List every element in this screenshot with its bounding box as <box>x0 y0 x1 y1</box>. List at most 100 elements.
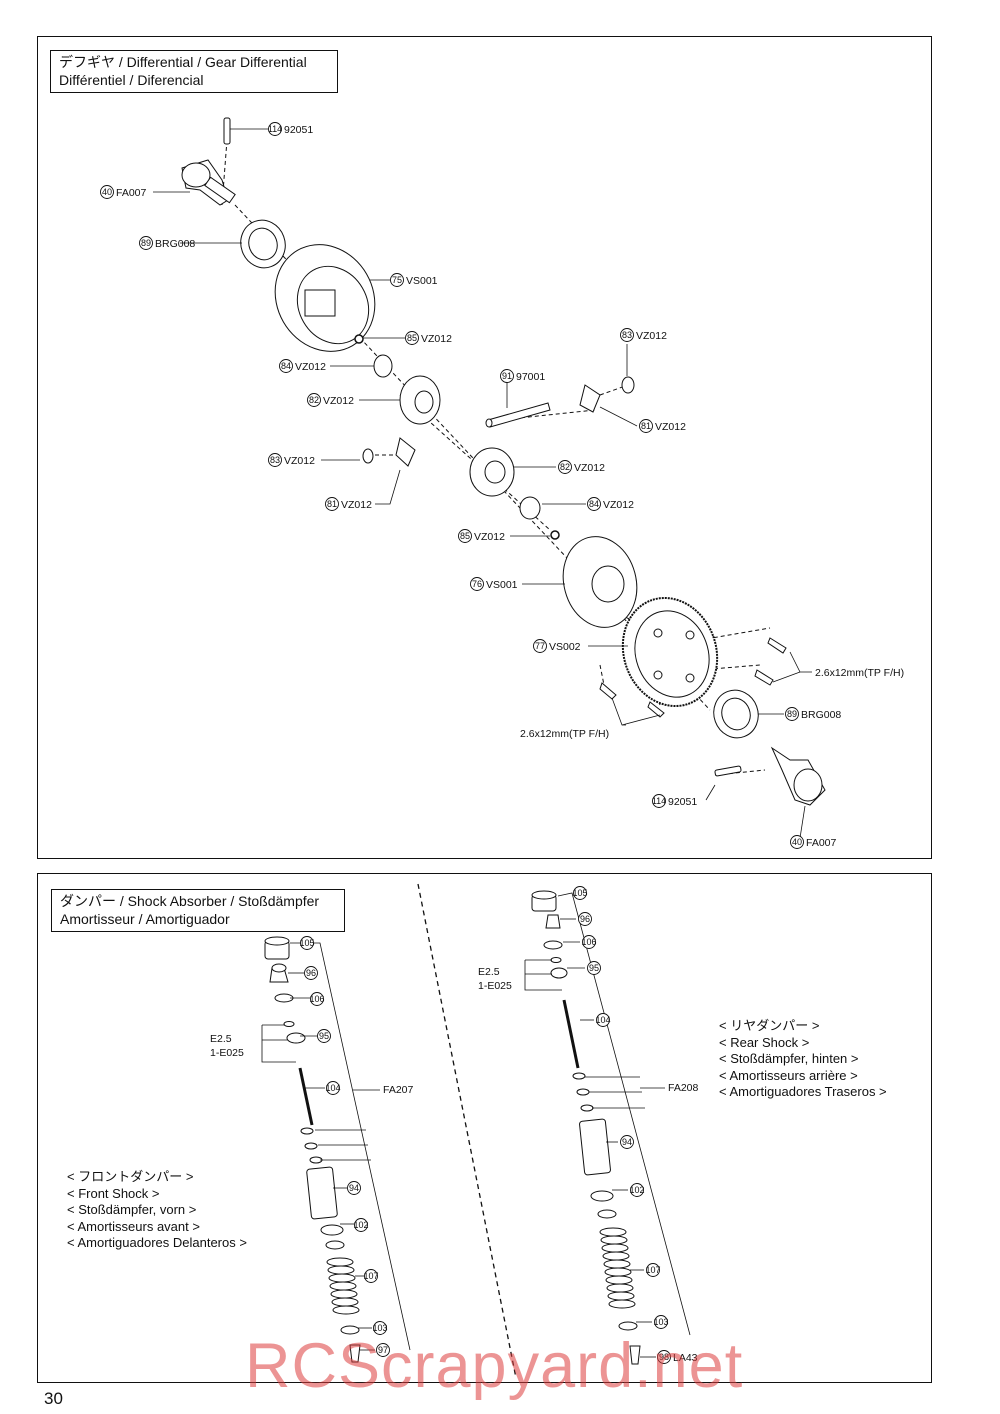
callout-number: 102 <box>629 1185 644 1195</box>
screw-label-bottom: 2.6x12mm(TP F/H) <box>520 728 609 740</box>
outdrive-part <box>181 159 236 206</box>
callout-number: 104 <box>325 1083 340 1093</box>
front-note-line: < Amortisseurs avant > <box>67 1218 200 1234</box>
differential-title-line2: Différentiel / Diferencial <box>59 72 204 88</box>
front-shock-parts <box>264 936 361 1363</box>
rear-shock-leaders <box>524 892 691 1358</box>
callout-part: VS001 <box>486 579 518 591</box>
callout-number: 104 <box>595 1015 610 1025</box>
callout-number: 89 <box>141 238 151 248</box>
callout-part: VZ012 <box>603 499 634 511</box>
cross-pin-part <box>485 402 551 428</box>
callout-part: FA007 <box>806 837 837 849</box>
outdrive-part <box>770 746 826 806</box>
callout-number: 114 <box>652 796 666 806</box>
divider-dashed-line <box>417 883 517 1379</box>
page-number: 30 <box>44 1389 63 1408</box>
rear-shock-parts <box>531 890 641 1365</box>
callout-number: 81 <box>641 421 651 431</box>
callout-number: 84 <box>281 361 291 371</box>
callout-number: 91 <box>502 371 512 381</box>
callout-number: 102 <box>353 1220 368 1230</box>
front-note-line: < フロントダンパー > <box>67 1169 194 1184</box>
callout-part: VZ012 <box>655 421 686 433</box>
front-shock-part-code: FA207 <box>383 1084 414 1096</box>
shock-title-line2: Amortisseur / Amortiguador <box>60 911 230 927</box>
e-clip-label: E2.5 <box>210 1033 232 1045</box>
callout-part: VZ012 <box>574 462 605 474</box>
front-shock-callouts: 105 96 106 95 104 94 102 107 103 97 E2.5… <box>210 936 414 1357</box>
o-ring-part <box>550 530 560 540</box>
diff-cover-part <box>562 536 638 628</box>
ring-gear-part <box>621 596 719 708</box>
rear-note-line: < Stoßdämpfer, hinten > <box>719 1051 859 1066</box>
callout-number: 94 <box>622 1137 632 1147</box>
washer-part <box>519 496 541 520</box>
washer-part <box>621 376 635 394</box>
washer-part <box>373 354 393 378</box>
callout-part: VZ012 <box>474 531 505 543</box>
callout-part: VZ012 <box>323 395 354 407</box>
callout-number: 94 <box>349 1183 359 1193</box>
rear-shock-callouts: 105 96 106 95 104 94 102 107 103 98 LA43… <box>478 886 699 1364</box>
front-shock-leaders <box>261 942 411 1351</box>
rear-shock-note: < リヤダンパー > < Rear Shock > < Stoßdämpfer,… <box>719 1018 887 1101</box>
callout-number: 77 <box>535 641 545 651</box>
callout-number: 107 <box>645 1265 660 1275</box>
o-ring-part <box>354 334 364 344</box>
shock-title-box: ダンパー / Shock Absorber / Stoßdämpfer Amor… <box>51 889 345 932</box>
bearing-part <box>240 219 286 269</box>
callout-number: 82 <box>560 462 570 472</box>
diff-gear-part <box>469 447 515 497</box>
callout-number: 105 <box>299 938 314 948</box>
callout-number: 106 <box>581 937 596 947</box>
differential-panel <box>37 36 932 859</box>
callout-part: VZ012 <box>341 499 372 511</box>
diff-leader-lines <box>153 128 812 839</box>
callout-number: 98 <box>659 1352 669 1362</box>
callout-number: 103 <box>653 1317 668 1327</box>
callout-part: VZ012 <box>295 361 326 373</box>
callout-number: 114 <box>268 124 282 134</box>
e-clip-code: 1-E025 <box>210 1047 244 1059</box>
rear-shock-last-part: LA43 <box>673 1352 698 1364</box>
front-note-line: < Front Shock > <box>67 1185 160 1201</box>
callout-number: 106 <box>309 994 324 1004</box>
pin-part <box>223 117 231 145</box>
screw-parts <box>599 637 787 718</box>
callout-number: 95 <box>319 1031 329 1041</box>
callout-number: 103 <box>372 1323 387 1333</box>
callout-number: 81 <box>327 499 337 509</box>
callout-number: 96 <box>580 914 590 924</box>
bearing-part <box>713 689 759 739</box>
callout-number: 96 <box>306 968 316 978</box>
callout-number: 97 <box>378 1345 388 1355</box>
rear-shock-part-code: FA208 <box>668 1082 699 1094</box>
callout-number: 82 <box>309 395 319 405</box>
front-note-line: < Amortiguadores Delanteros > <box>67 1235 247 1250</box>
callout-number: 75 <box>392 275 402 285</box>
callout-number: 95 <box>589 963 599 973</box>
callout-number: 107 <box>363 1271 378 1281</box>
differential-title-line1: デフギヤ / Differential / Gear Differential <box>59 54 307 70</box>
rear-note-line: < Amortisseurs arrière > <box>719 1067 858 1083</box>
washer-part <box>362 448 374 464</box>
bevel-gear-part <box>399 375 441 425</box>
callout-part: VS002 <box>549 641 581 653</box>
callout-part: 92051 <box>668 796 697 808</box>
callout-number: 83 <box>270 455 280 465</box>
shock-absorber-panel <box>37 873 932 1383</box>
callout-number: 84 <box>589 499 599 509</box>
callout-part: 97001 <box>516 371 545 383</box>
callout-number: 105 <box>572 888 587 898</box>
rear-note-line: < Rear Shock > <box>719 1034 810 1050</box>
callout-part: BRG008 <box>801 709 841 721</box>
watermark: RCScrapyard.net <box>245 1331 744 1401</box>
rear-note-line: < リヤダンパー > <box>719 1018 820 1033</box>
callout-part: VZ012 <box>421 333 452 345</box>
e-clip-label: E2.5 <box>478 966 500 978</box>
screw-label-right: 2.6x12mm(TP F/H) <box>815 667 904 679</box>
callout-number: 40 <box>792 837 802 847</box>
rear-note-line: < Amortiguadores Traseros > <box>719 1084 887 1099</box>
